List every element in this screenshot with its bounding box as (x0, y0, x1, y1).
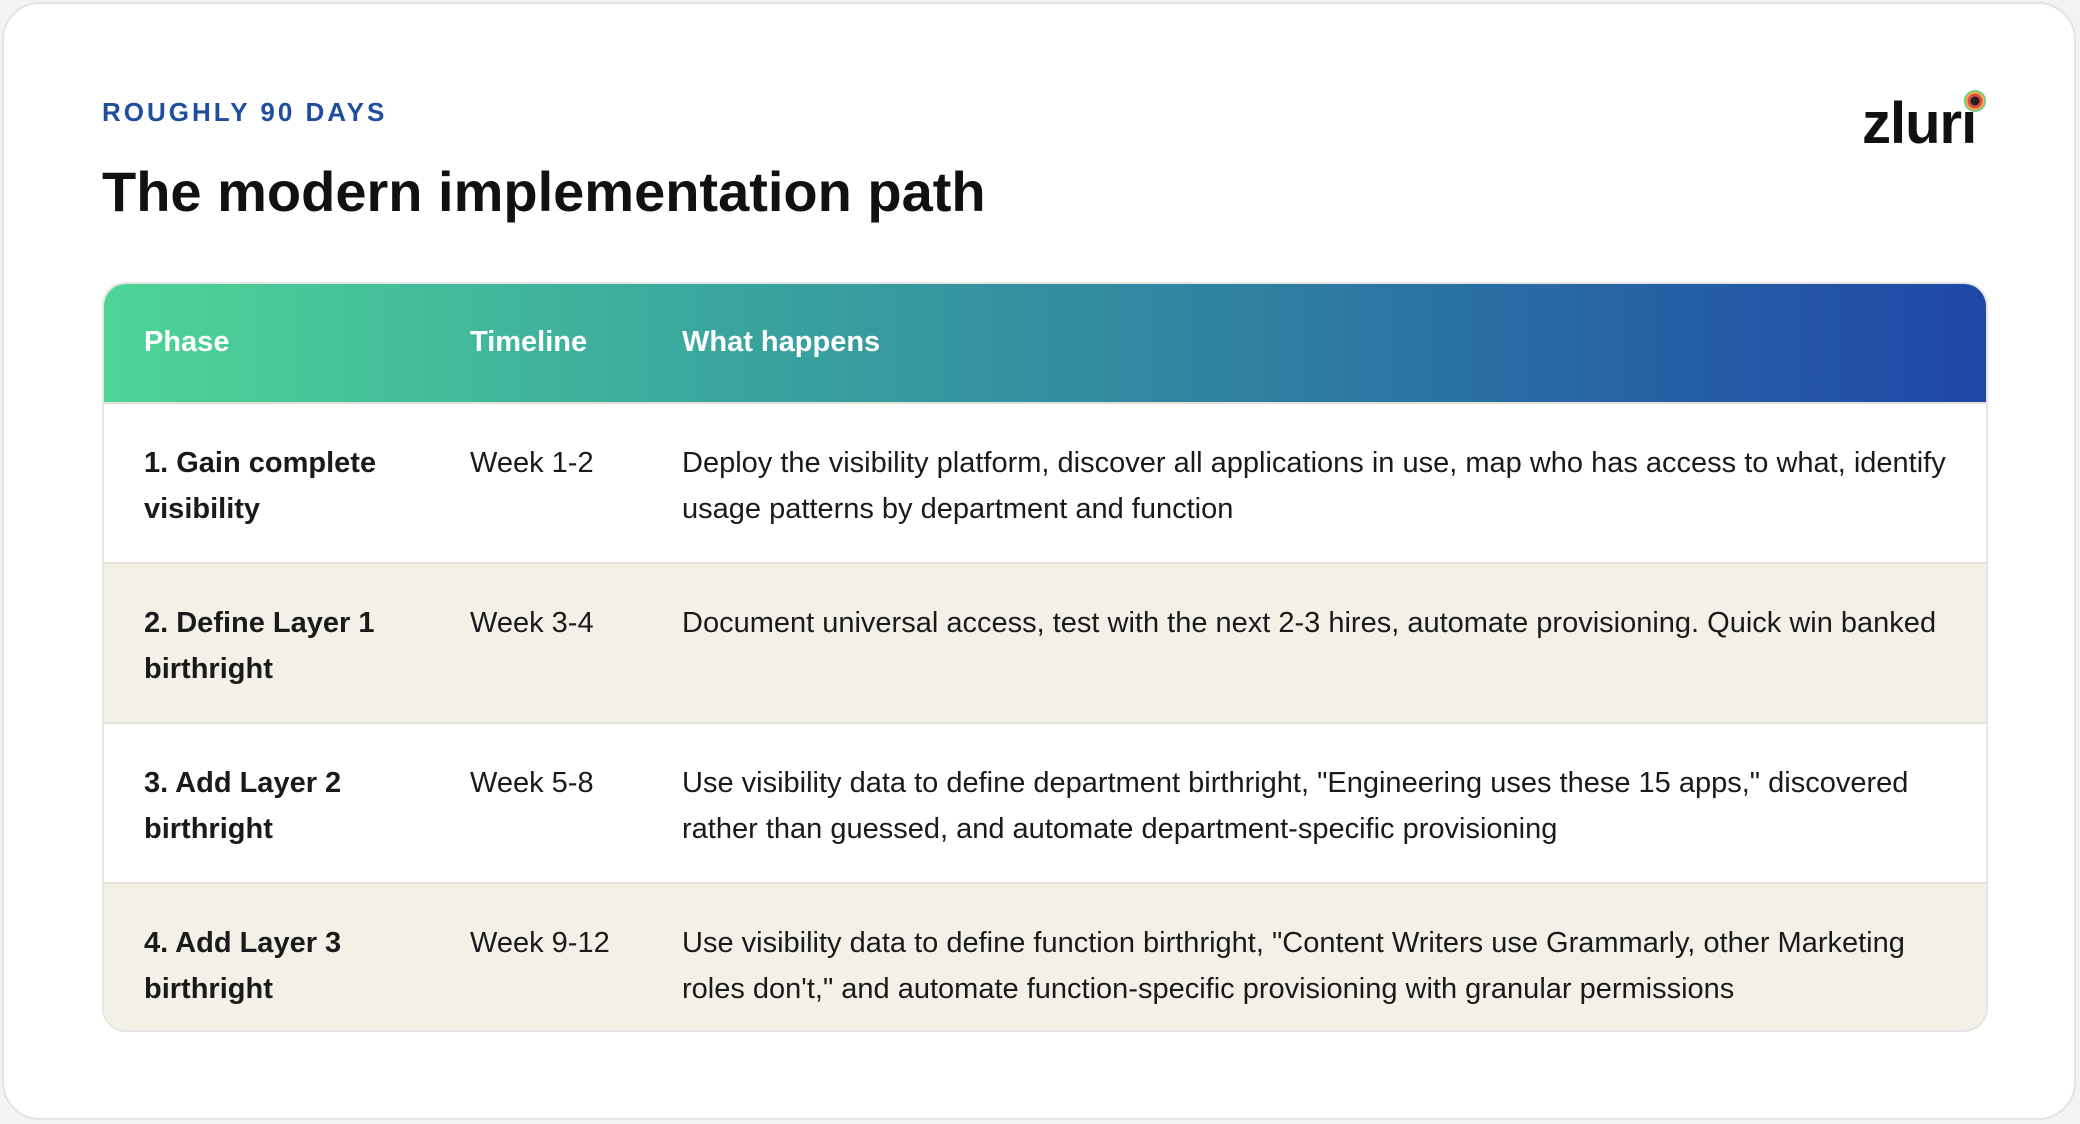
timeline-cell: Week 3-4 (470, 607, 594, 639)
what-happens-cell: Use visibility data to define department… (682, 767, 1909, 845)
table-row: 4. Add Layer 3 birthright Week 9-12 Use … (104, 882, 1986, 1030)
zluri-logo-dot-icon (1964, 90, 1986, 112)
header-phase: Phase (144, 326, 230, 358)
what-happens-cell: Use visibility data to define function b… (682, 927, 1905, 1005)
timeline-cell: Week 9-12 (470, 927, 610, 959)
phase-cell: 1. Gain complete visibility (144, 447, 377, 525)
phase-cell: 2. Define Layer 1 birthright (144, 607, 375, 685)
logo-text: zluri (1862, 91, 1977, 156)
table-header: Phase Timeline What happens (104, 284, 1986, 402)
timeline-cell: Week 1-2 (470, 447, 594, 479)
zluri-logo: zluri (1862, 90, 1992, 156)
table-row: 2. Define Layer 1 birthright Week 3-4 Do… (104, 562, 1986, 722)
header-timeline: Timeline (470, 326, 588, 358)
what-happens-cell: Deploy the visibility platform, discover… (682, 447, 1946, 525)
table-row: 1. Gain complete visibility Week 1-2 Dep… (104, 402, 1986, 562)
phase-cell: 4. Add Layer 3 birthright (144, 927, 342, 1005)
phase-cell: 3. Add Layer 2 birthright (144, 767, 342, 845)
timeline-cell: Week 5-8 (470, 767, 594, 799)
implementation-table: Phase Timeline What happens 1. Gain comp… (102, 282, 1988, 1032)
what-happens-cell: Document universal access, test with the… (682, 607, 1937, 639)
header-what-happens: What happens (682, 326, 881, 358)
eyebrow-label: ROUGHLY 90 DAYS (102, 97, 388, 127)
page-title: The modern implementation path (102, 160, 986, 223)
table-row: 3. Add Layer 2 birthright Week 5-8 Use v… (104, 722, 1986, 882)
